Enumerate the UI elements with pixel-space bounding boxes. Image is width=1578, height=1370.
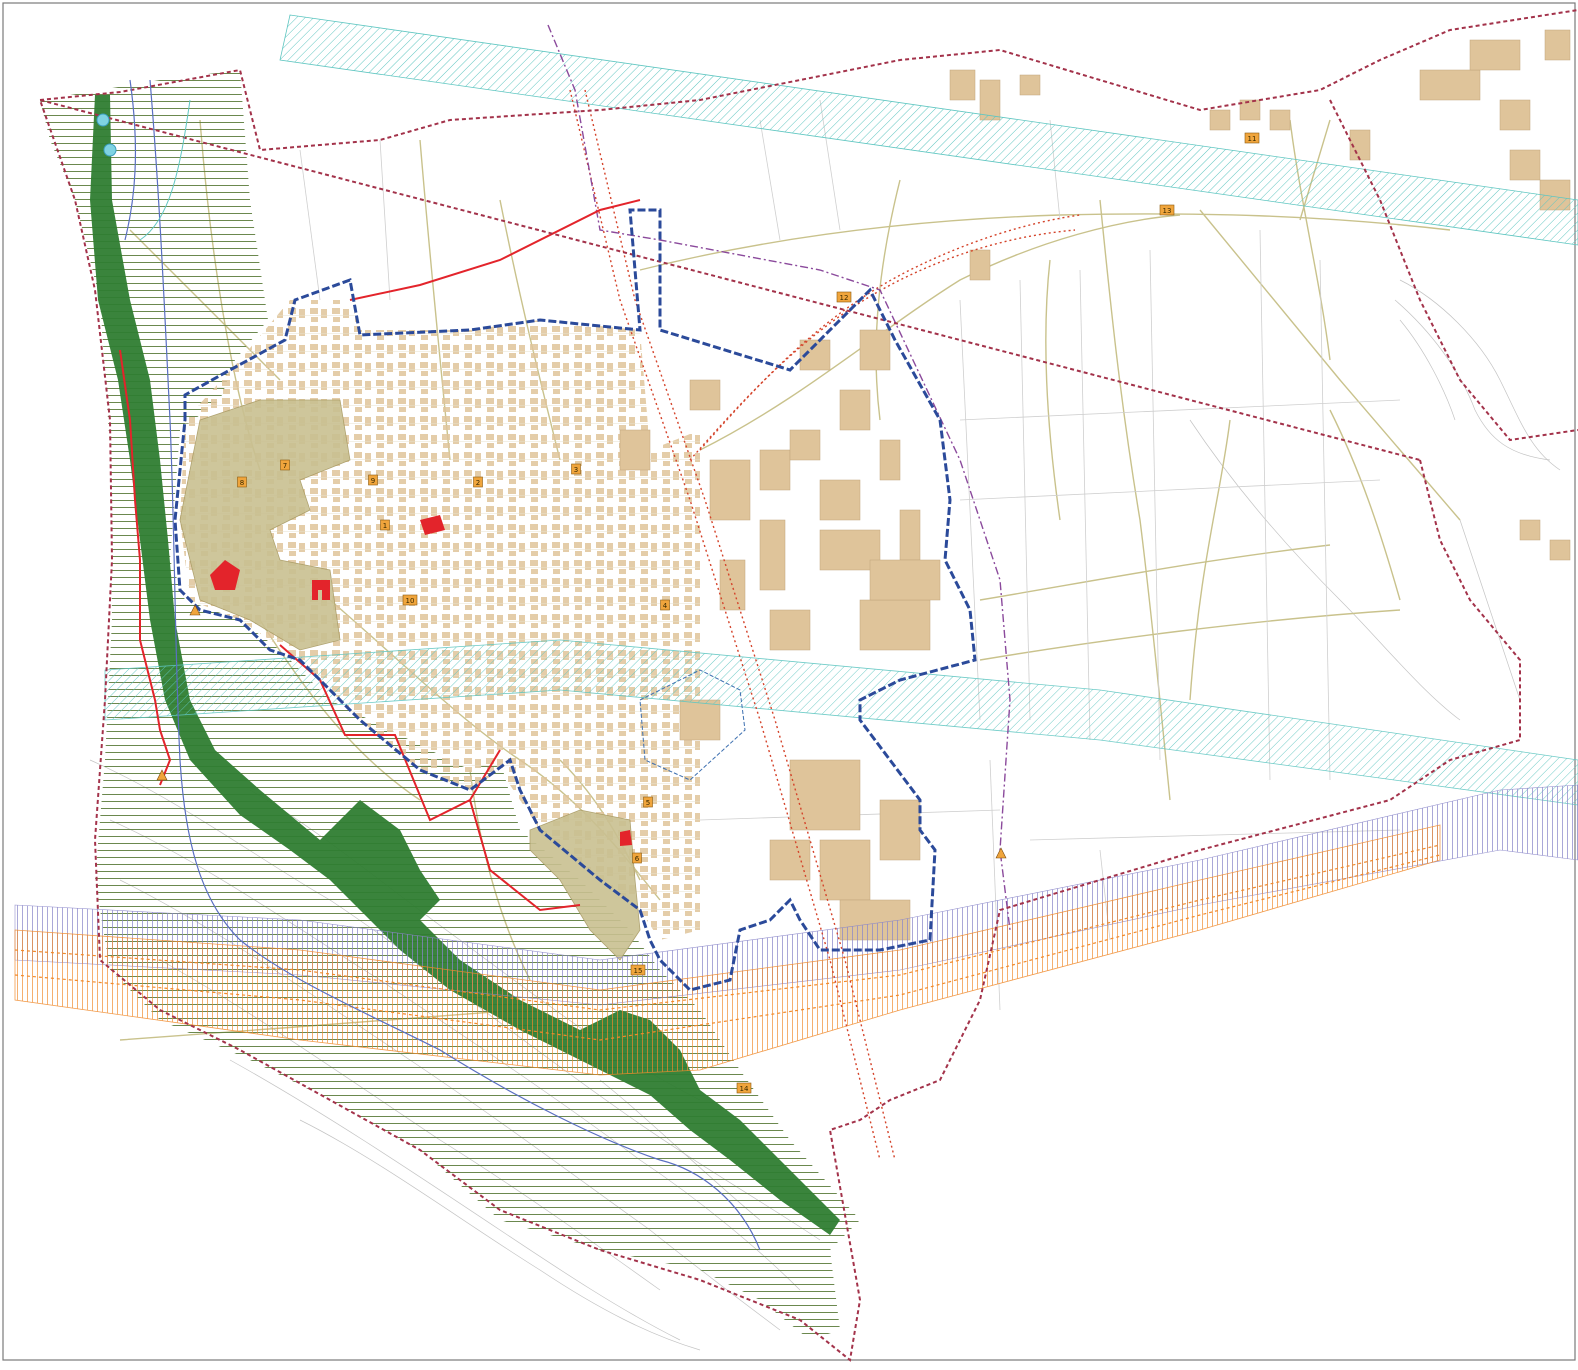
map-marker-1[interactable]: 1 <box>380 519 390 531</box>
map-marker-5[interactable]: 5 <box>643 796 653 808</box>
municipal-boundary <box>38 9 1578 1362</box>
map-marker-3[interactable]: 3 <box>571 463 581 475</box>
marker-box <box>836 291 852 303</box>
marker-label: 5 <box>646 799 650 807</box>
map-marker-8[interactable]: 8 <box>237 476 247 488</box>
orange-infrastructure-band <box>14 824 1441 1076</box>
marker-label: 1 <box>383 522 387 530</box>
marker-box <box>368 474 378 486</box>
marker-label: 9 <box>371 477 375 485</box>
stream-lines <box>124 79 761 1251</box>
map-marker-6[interactable]: 6 <box>632 852 642 864</box>
marker-box <box>660 599 670 611</box>
orange-corridor-lines <box>14 844 1441 1041</box>
warning-triangles <box>156 604 1007 859</box>
marker-label: 10 <box>406 597 415 605</box>
marker-label: 8 <box>240 479 244 487</box>
map-marker-9[interactable]: 9 <box>368 474 378 486</box>
marker-box <box>632 852 642 864</box>
marker-box <box>380 519 390 531</box>
marker-box <box>473 476 483 488</box>
marker-box <box>280 459 290 471</box>
marker-label: 6 <box>635 855 640 863</box>
map-marker-11[interactable]: 11 <box>1244 132 1260 144</box>
well-markers <box>96 113 117 157</box>
red-routes <box>119 199 641 912</box>
purple-dashdot-line <box>547 24 1011 931</box>
planning-area-outline <box>639 669 746 781</box>
industrial-buildings <box>619 29 1571 941</box>
map-marker-2[interactable]: 2 <box>473 476 483 488</box>
marker-box <box>630 964 646 976</box>
marker-label: 12 <box>840 294 849 302</box>
marker-label: 13 <box>1163 207 1172 215</box>
marker-box <box>1244 132 1260 144</box>
listed-monuments <box>210 515 632 846</box>
marker-label: 11 <box>1248 135 1257 143</box>
map-marker-15[interactable]: 15 <box>630 964 646 976</box>
map-marker-10[interactable]: 10 <box>402 594 418 606</box>
marker-box <box>571 463 581 475</box>
marker-box <box>402 594 418 606</box>
railway-line <box>569 89 1081 1161</box>
marker-box <box>736 1082 752 1094</box>
teal-buffer-bands <box>104 14 1578 806</box>
map-marker-4[interactable]: 4 <box>660 599 670 611</box>
marker-box <box>1159 204 1175 216</box>
marker-label: 2 <box>476 479 480 487</box>
marker-label: 7 <box>283 462 287 470</box>
marker-label: 15 <box>634 967 643 975</box>
marker-label: 3 <box>574 466 578 474</box>
map-marker-7[interactable]: 7 <box>280 459 290 471</box>
teal-stream <box>139 99 191 241</box>
marker-box <box>237 476 247 488</box>
urban-boundary <box>173 208 977 992</box>
map-marker-14[interactable]: 14 <box>736 1082 752 1094</box>
marker-label: 4 <box>663 602 668 610</box>
marker-label: 14 <box>740 1085 749 1093</box>
map-marker-13[interactable]: 13 <box>1159 204 1175 216</box>
marker-box <box>643 796 653 808</box>
map-marker-12[interactable]: 12 <box>836 291 852 303</box>
